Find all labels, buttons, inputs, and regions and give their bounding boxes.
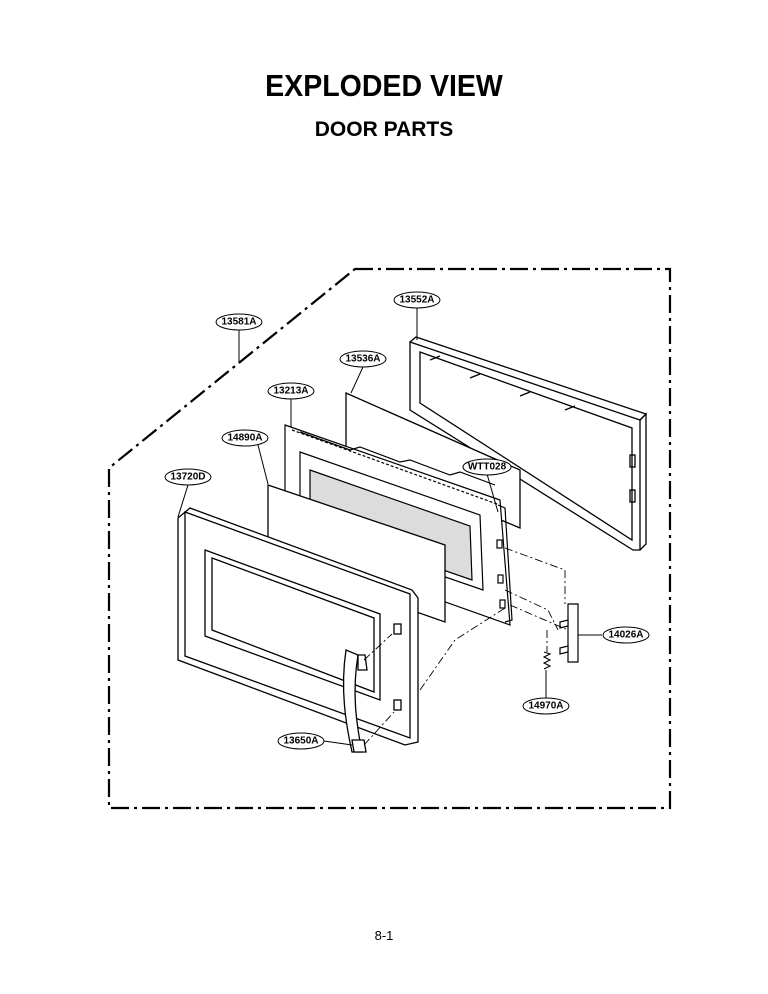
callout-label: 13720D — [170, 472, 205, 483]
callout-13536A: 13536A — [339, 350, 387, 368]
callout-14970A: 14970A — [522, 697, 570, 715]
page-subtitle: DOOR PARTS — [314, 118, 454, 141]
callout-13650A: 13650A — [277, 732, 325, 750]
part-spring — [542, 651, 552, 670]
callout-label: 13536A — [345, 354, 380, 365]
callout-14026A: 14026A — [602, 626, 650, 644]
callout-label: 13650A — [283, 736, 318, 747]
callout-14890A: 14890A — [221, 429, 269, 447]
part-door-frame — [409, 336, 648, 551]
callout-label: 13552A — [399, 295, 434, 306]
callout-13720D: 13720D — [164, 468, 212, 486]
assembly-guide-lines — [363, 547, 569, 746]
part-latch-hook — [559, 603, 579, 663]
assembly-boundary — [107, 267, 672, 810]
callout-13213A: 13213A — [267, 382, 315, 400]
page-number: 8-1 — [374, 928, 394, 943]
callout-13581A: 13581A — [215, 313, 263, 331]
leader-lines — [177, 308, 602, 746]
callout-label: WTT028 — [468, 462, 507, 473]
callout-label: 14970A — [528, 701, 563, 712]
part-door-front — [177, 507, 419, 746]
part-handle — [342, 649, 368, 753]
callout-label: 13581A — [221, 317, 256, 328]
callout-WTT028: WTT028 — [462, 458, 512, 476]
callout-label: 14026A — [608, 630, 643, 641]
callout-13552A: 13552A — [393, 291, 441, 309]
page-title: EXPLODED VIEW — [265, 68, 503, 103]
callout-label: 14890A — [227, 433, 262, 444]
callout-label: 13213A — [273, 386, 308, 397]
